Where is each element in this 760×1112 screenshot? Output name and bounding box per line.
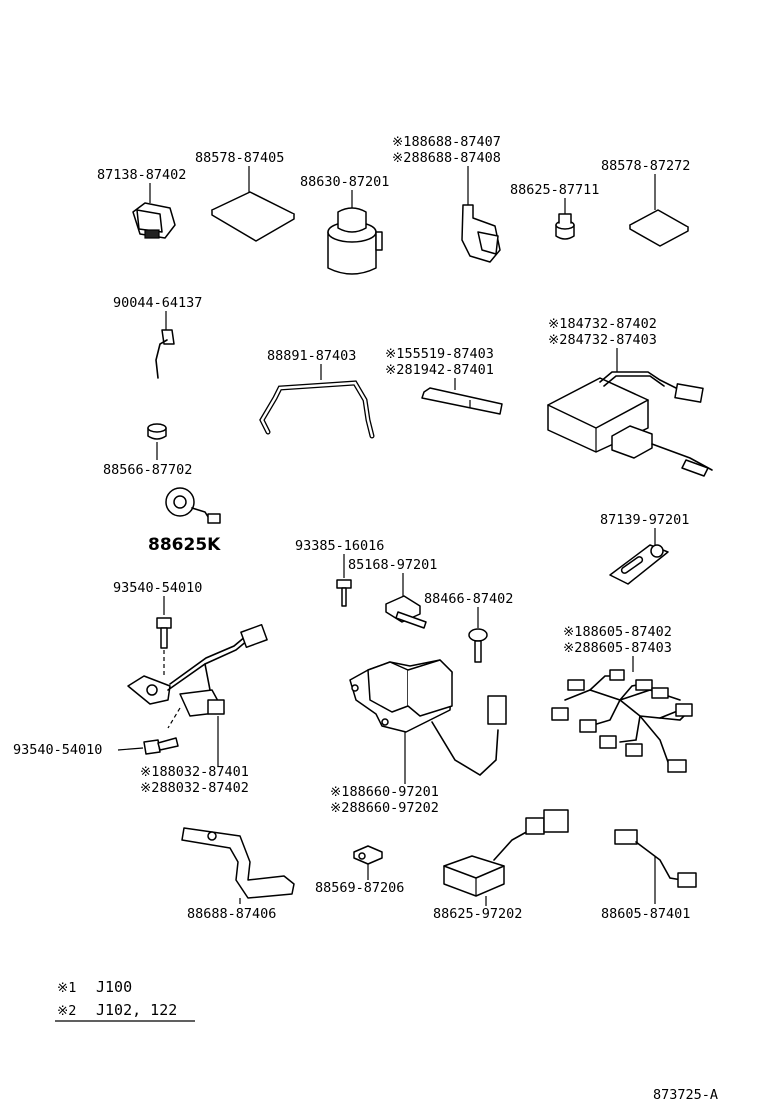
part-88688-87406: 88688-87406 [181, 827, 295, 922]
part-88660-97201: ※188660-97201 ※288660-97202 [330, 659, 507, 816]
label-88569-87206: 88569-87206 [315, 880, 404, 896]
label-88605-87402: ※188605-87402 [563, 624, 672, 640]
label-88660-97202: ※288660-97202 [330, 800, 439, 816]
part-88466-87402: 88466-87402 [424, 591, 513, 663]
part-93385-16016: 93385-16016 [295, 538, 384, 607]
label-93385-16016: 93385-16016 [295, 538, 384, 554]
label-88625-97202: 88625-97202 [433, 906, 522, 922]
label-87138-87402: 87138-87402 [97, 167, 186, 183]
label-88605-87401: 88605-87401 [601, 906, 690, 922]
label-88566-87702: 88566-87702 [103, 462, 192, 478]
label-88630-87201: 88630-87201 [300, 174, 389, 190]
part-93540-54010-a: 93540-54010 [113, 580, 202, 676]
part-155519-87403: ※155519-87403 ※281942-87401 [385, 346, 503, 415]
legend-value-2: J102, 122 [96, 1001, 177, 1019]
label-93540-54010-a: 93540-54010 [113, 580, 202, 596]
legend-value-1: J100 [96, 978, 132, 996]
part-93540-54010-b: 93540-54010 [13, 737, 179, 758]
label-88625-87711: 88625-87711 [510, 182, 599, 198]
label-88466-87402: 88466-87402 [424, 591, 513, 607]
part-90044-64137: 90044-64137 [113, 295, 202, 379]
legend-mark-1: ※1 [57, 980, 76, 996]
part-88566-87702: 88566-87702 [103, 423, 192, 478]
label-88891-87403: 88891-87403 [267, 348, 356, 364]
part-87138-87402: 87138-87402 [97, 167, 186, 239]
part-88625-97202: 88625-97202 [433, 809, 569, 922]
part-88891-87403: 88891-87403 [259, 348, 375, 439]
label-88578-87405: 88578-87405 [195, 150, 284, 166]
part-88605-87402: ※188605-87402 ※288605-87403 [551, 624, 693, 773]
part-88578-87405: 88578-87405 [195, 150, 295, 242]
label-90044-64137: 90044-64137 [113, 295, 202, 311]
legend-mark-2: ※2 [57, 1003, 76, 1019]
label-155519-87403: ※155519-87403 [385, 346, 494, 362]
part-88625-87711: 88625-87711 [510, 182, 599, 240]
label-88688-87407: ※188688-87407 [392, 134, 501, 150]
label-84732-87403: ※284732-87403 [548, 332, 657, 348]
label-88688-87406: 88688-87406 [187, 906, 276, 922]
part-87139-97201: 87139-97201 [600, 512, 689, 585]
part-84732-87402: ※184732-87402 ※284732-87403 [547, 316, 713, 477]
part-88578-87272: 88578-87272 [601, 158, 690, 247]
label-88032-87402: ※288032-87402 [140, 780, 249, 796]
label-85168-97201: 85168-97201 [348, 557, 437, 573]
label-84732-87402: ※184732-87402 [548, 316, 657, 332]
label-88032-87401: ※188032-87401 [140, 764, 249, 780]
part-88605-87401: 88605-87401 [601, 829, 697, 922]
label-88605-87403: ※288605-87403 [563, 640, 672, 656]
label-93540-54010-b: 93540-54010 [13, 742, 102, 758]
figure-id: 873725-A [653, 1087, 718, 1103]
label-88688-87408: ※288688-87408 [392, 150, 501, 166]
label-88625K: 88625K [148, 535, 221, 555]
part-85168-97201: 85168-97201 [348, 557, 437, 629]
label-88660-97201: ※188660-97201 [330, 784, 439, 800]
legend: ※1 J100 ※2 J102, 122 [55, 978, 195, 1022]
part-88688-87407: ※188688-87407 ※288688-87408 [392, 134, 501, 263]
part-88625K: 88625K [148, 487, 221, 555]
label-88578-87272: 88578-87272 [601, 158, 690, 174]
label-87139-97201: 87139-97201 [600, 512, 689, 528]
label-281942-87401: ※281942-87401 [385, 362, 494, 378]
part-88032-87401: ※188032-87401 ※288032-87402 [127, 623, 268, 796]
part-88630-87201: 88630-87201 [300, 174, 389, 275]
part-88569-87206: 88569-87206 [315, 845, 404, 896]
